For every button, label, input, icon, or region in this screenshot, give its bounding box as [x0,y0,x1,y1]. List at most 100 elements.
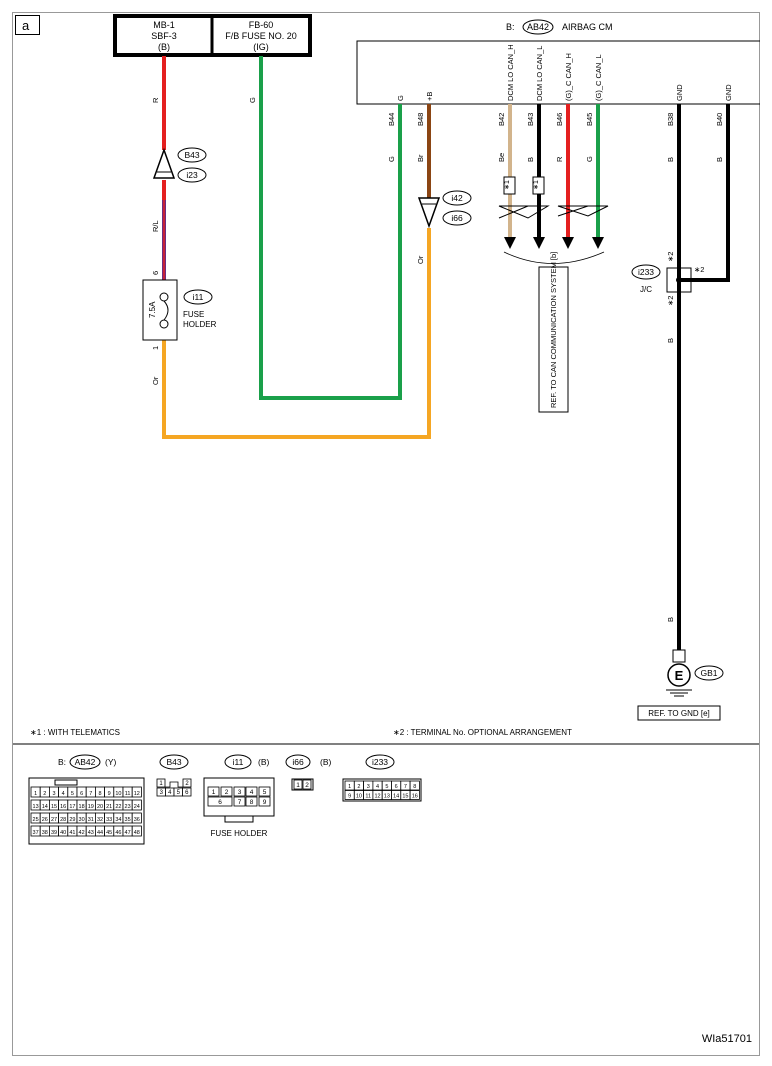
i66-cell [302,779,312,790]
star1-box-a [503,176,516,195]
i11-pin: 8 [250,799,254,806]
i233-label: i233 [638,267,654,277]
pin-term-3: B42 [497,113,506,126]
ab42-cell [131,812,142,824]
i66-cell [293,779,303,790]
pin-term-8: B40 [715,113,724,126]
note-star1: ∗1 : WITH TELEMATICS [30,728,120,737]
fuse-rating: 7.5A [148,301,157,318]
i233-pin: 8 [413,784,416,790]
ab42-pin: 8 [98,791,101,797]
gb1-label: GB1 [700,668,717,678]
i42-oval [442,190,472,206]
ab42-pin: 14 [42,804,48,810]
legend-i233-name: i233 [372,757,388,767]
wire-gnd-b40 [686,104,730,282]
ab42-pin: 35 [125,817,131,823]
pin-wire-2: Br [416,154,425,162]
wire-label-r: R [151,97,160,103]
ab42-pin: 48 [134,830,140,836]
ab42-pin: 3 [52,791,55,797]
i11-cell [207,786,220,797]
pin-term-6: B45 [585,113,594,126]
ground-terminal [672,649,686,663]
ab42-pin: 4 [62,791,65,797]
b43-pin: 6 [185,790,189,796]
ab42-pin: 30 [79,817,85,823]
b43-pin: 5 [177,790,181,796]
legend-i66-name: i66 [292,757,304,767]
pin-func-4: DCM LO CAN_L [535,46,544,101]
ab42-cell [131,799,142,811]
b43-cell [182,787,192,797]
i233-pin: 9 [348,793,351,799]
b43-oval [177,147,207,163]
ab42-pin: 16 [60,804,66,810]
fuse-holder-box [142,279,178,341]
wire-label-or-left: Or [151,376,160,385]
i233-cell [409,780,420,791]
ab42-pin: 32 [97,817,103,823]
b43-pin: 3 [160,790,164,796]
wire-labels: R G R/L 6 1 Or Or ∗2 ∗2 ∗2 B B [151,97,704,622]
b43-pin: 1 [159,781,163,787]
pin-term-5: B46 [555,113,564,126]
airbag-cm-prefix: B: [506,22,515,32]
ab42-pin: 24 [134,804,140,810]
ab42-pin: 17 [69,804,75,810]
legend-i11-caption: FUSE HOLDER [211,829,268,838]
i11-cell [258,796,271,807]
i11-pin: 6 [218,799,222,806]
i11-pin: 5 [263,789,267,796]
ab42-pin: 39 [51,830,57,836]
i66-pin: 1 [296,782,300,789]
i11-pin: 3 [238,789,242,796]
ab42-pin: 6 [80,791,83,797]
pin-func-8: GND [724,84,733,101]
i66-label: i66 [451,213,463,223]
b43-label: B43 [184,150,199,160]
airbag-cm-connector: AB42 [527,22,549,32]
i11-cell [233,796,246,807]
ab42-pin: 42 [79,830,85,836]
ab42-pin: 46 [115,830,121,836]
i11-cell [258,786,271,797]
wire-label-g: G [248,97,257,103]
i233-pin: 5 [385,784,388,790]
i233-pin: 4 [376,784,379,790]
legend-i66-color: (B) [320,757,332,767]
pin-term-1: B44 [387,113,396,126]
ab42-pin: 31 [88,817,94,823]
ab42-pin: 47 [125,830,131,836]
fuse-holder-label1: FUSE [183,310,204,319]
pin-func-3: DCM LO CAN_H [506,44,515,101]
airbag-cm-box [356,40,760,105]
pin-wire-6: G [585,156,594,162]
star2-right: ∗2 [694,265,704,274]
star1-box-b [532,176,545,195]
i233-pin: 7 [404,784,407,790]
i233-pin: 12 [374,793,380,799]
wire-label-b-lower: B [666,617,675,622]
ab42-cell [131,825,142,837]
star2-top: ∗2 [666,252,675,262]
gnd-ref-text: REF. TO GND [e] [648,709,710,718]
i11-cell [233,786,246,797]
page-label: a [22,18,30,33]
page-label-box [15,15,40,35]
i233-pin: 13 [384,793,390,799]
ground-symbol [667,663,691,687]
airbag-cm-connector-oval [522,19,554,35]
ab42-pin: 25 [33,817,39,823]
ab42-pin: 40 [60,830,66,836]
i233-pin: 1 [348,784,351,790]
page-frame [12,12,760,1056]
pin-func-5: (G)_C CAN_H [564,53,573,101]
i233-pin: 11 [365,793,371,799]
wire-label-b-jc: B [666,338,675,343]
pin-6-label: 6 [151,271,160,275]
note-star2: ∗2 : TERMINAL No. OPTIONAL ARRANGEMENT [393,728,572,737]
ab42-pin: 7 [89,791,92,797]
